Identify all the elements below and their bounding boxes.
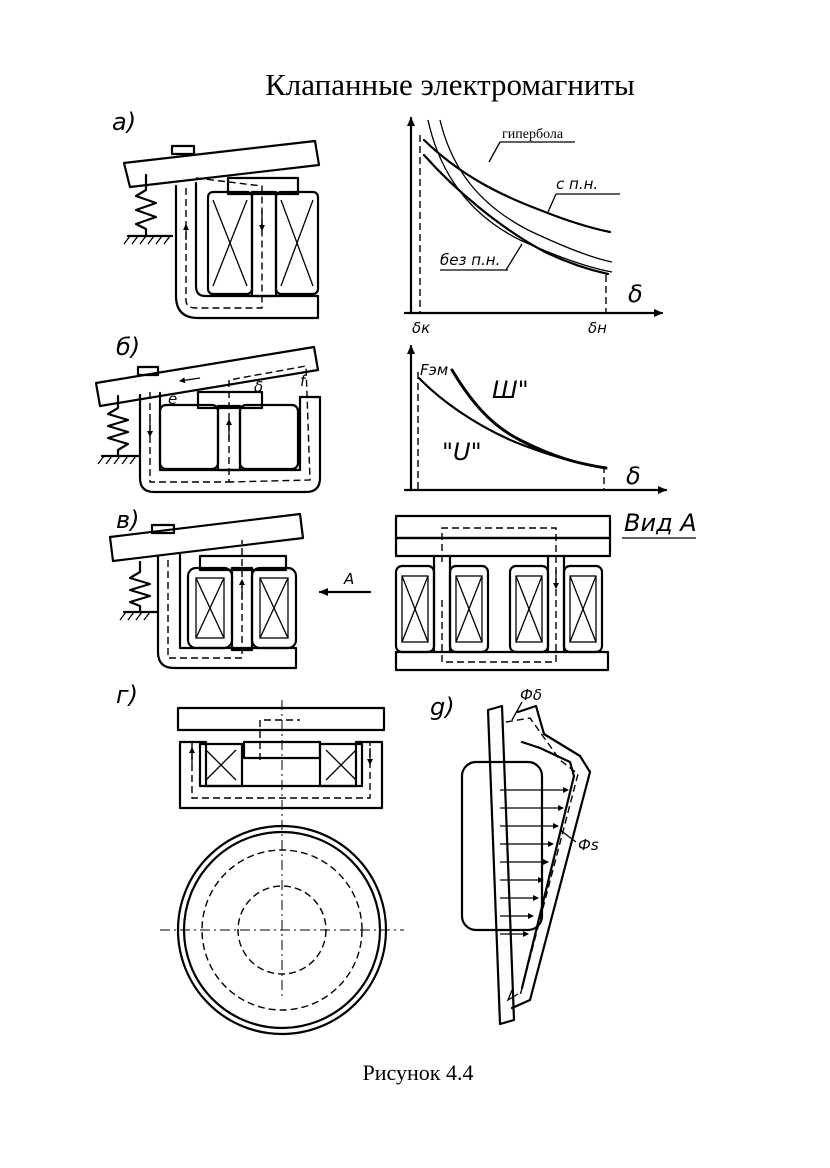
panel-b-label: б): [116, 333, 140, 361]
label-u: "U": [442, 438, 482, 466]
stop-pin: [170, 144, 196, 156]
coil-left: [198, 742, 244, 788]
coil: [460, 760, 544, 932]
core: [250, 190, 278, 298]
curve-without-pole-tip: [422, 153, 610, 276]
base-yoke: [394, 650, 610, 672]
armature: [94, 345, 320, 408]
disc-armature: [176, 706, 386, 732]
panel-b-electromagnet: б) e δ f: [94, 333, 322, 494]
leakage-flux-lines: [500, 787, 569, 937]
yoke-outer: [510, 704, 592, 1010]
flux-s-label: Фs: [578, 836, 599, 854]
mark-f: f: [300, 372, 308, 390]
stop-pin: [136, 365, 160, 377]
label-sh: Ш": [492, 376, 529, 404]
hyperbola-curve: [427, 119, 613, 273]
panel-v-label: в): [116, 506, 140, 534]
pole-plate: [394, 536, 612, 558]
yoke: [174, 181, 320, 320]
panel-g-pot-core: г): [116, 681, 404, 1036]
coil-left: [158, 403, 220, 471]
label-with-pn: с п.н.: [556, 175, 598, 193]
spring: [134, 173, 158, 238]
graph-force-comparison: Fэм Ш" "U" δ: [403, 344, 668, 494]
tick-min: δк: [412, 319, 430, 337]
graph-force-vs-gap: гипербола с п.н. без п.н. δ δк δн: [403, 116, 664, 337]
x-axis-label: δ: [628, 280, 643, 308]
armature: [122, 139, 321, 189]
core-pole: [226, 176, 300, 196]
pot-core-section: [178, 740, 384, 810]
panel-a-label: а): [112, 108, 136, 136]
stop-pin: [150, 523, 176, 535]
spring: [128, 560, 152, 614]
panel-v-electromagnet: в): [108, 506, 305, 670]
coil-right: [318, 742, 364, 788]
flux-path: [185, 177, 263, 309]
mark-e: e: [168, 390, 177, 408]
panel-g-label: г): [116, 681, 138, 709]
panel-a-electromagnet: а): [112, 108, 321, 320]
panel-d-label: g): [430, 693, 455, 721]
y-axis-label: Fэм: [420, 361, 448, 379]
center-pole: [196, 390, 264, 410]
e-core: [138, 391, 322, 494]
view-a-four-coil: Вид А: [394, 509, 697, 672]
view-arrow-a: A: [318, 570, 372, 596]
armature-bar: [486, 704, 516, 1026]
label-without-pn: без п.н.: [440, 251, 500, 269]
page-title: Клапанные электромагниты: [265, 67, 635, 102]
curve-u: [417, 376, 608, 470]
panel-d-flux-leakage: g) Фδ Фs: [430, 686, 599, 1026]
coil-right: [238, 403, 300, 471]
armature-top: [394, 514, 612, 540]
label-hyperbola: гипербола: [502, 127, 564, 142]
view-a-label: Вид А: [624, 509, 697, 537]
x-axis-label: δ: [626, 462, 641, 490]
arrow-a-label: A: [343, 570, 354, 588]
pole-plate: [198, 554, 288, 572]
mark-delta: δ: [254, 378, 263, 396]
armature: [108, 512, 305, 563]
yoke: [156, 551, 298, 670]
flux-delta-label: Фδ: [520, 686, 542, 704]
figure-caption: Рисунок 4.4: [363, 1060, 474, 1085]
tick-max: δн: [588, 319, 607, 337]
curve-with-pole-tip: [422, 138, 612, 234]
spring: [106, 394, 130, 458]
